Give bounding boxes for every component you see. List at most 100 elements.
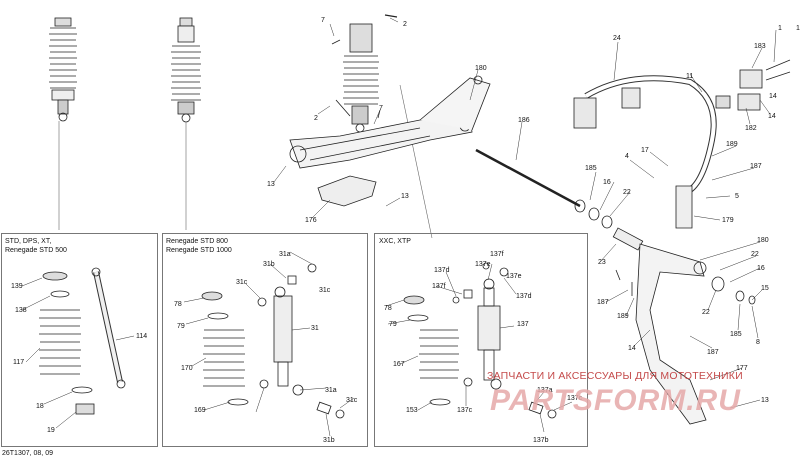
part-label: 16 bbox=[603, 179, 611, 186]
part-label: 187 bbox=[707, 349, 719, 356]
part-label: 153 bbox=[406, 407, 418, 414]
part-label: 14 bbox=[769, 93, 777, 100]
part-label: 14 bbox=[768, 113, 776, 120]
part-label: 5 bbox=[735, 193, 739, 200]
part-label: 137c bbox=[567, 395, 583, 402]
part-label: 1 bbox=[796, 25, 800, 32]
part-label: 114 bbox=[136, 333, 147, 340]
a-arm-upper bbox=[419, 75, 491, 131]
shock-absorber-middle bbox=[171, 17, 201, 230]
watermark-logo-text: PARTSFORM.RU bbox=[490, 384, 741, 417]
a-arm-left bbox=[289, 117, 473, 169]
part-label: 137 bbox=[517, 321, 529, 328]
link-179 bbox=[675, 185, 693, 229]
part-label: 79 bbox=[389, 321, 397, 328]
part-label: 137e bbox=[506, 273, 522, 280]
part-label: 31b bbox=[323, 437, 335, 444]
part-label: 78 bbox=[384, 305, 392, 312]
a-arm-right bbox=[635, 243, 756, 425]
config-box-std-line2: Renegade STD 500 bbox=[5, 247, 67, 254]
part-label: 13 bbox=[267, 181, 275, 188]
part-label: 117 bbox=[13, 359, 24, 366]
part-label: 22 bbox=[623, 189, 631, 196]
part-label: 13 bbox=[761, 397, 769, 404]
part-label: 137f bbox=[490, 251, 504, 258]
part-label: 14 bbox=[628, 345, 636, 352]
diagram-id: 26T1307, 08, 09 bbox=[2, 450, 53, 457]
part-label: 78 bbox=[174, 301, 182, 308]
part-label: 11 bbox=[686, 73, 693, 80]
config-box-xxc-title: XXC, XTP bbox=[379, 237, 411, 246]
part-label: 137c bbox=[457, 407, 473, 414]
config-box-renegade-line1: Renegade STD 800 bbox=[166, 238, 228, 245]
part-label: 1 bbox=[778, 25, 782, 32]
part-label: 31c bbox=[236, 279, 248, 286]
config-box-xxc bbox=[374, 233, 588, 447]
part-label: 186 bbox=[518, 117, 530, 124]
part-label: 183 bbox=[754, 43, 766, 50]
part-label: 137e bbox=[475, 261, 491, 268]
part-label: 137d bbox=[434, 267, 450, 274]
part-label: 179 bbox=[722, 217, 734, 224]
config-box-renegade bbox=[162, 233, 368, 447]
config-box-xxc-line1: XXC, XTP bbox=[379, 238, 411, 245]
part-label: 180 bbox=[475, 65, 487, 72]
part-label: 31b bbox=[263, 261, 275, 268]
watermark-caption: ЗАПЧАСТИ И АКСЕССУАРЫ ДЛЯ МОТОТЕХНИКИ bbox=[487, 370, 743, 382]
sleeve-23 bbox=[612, 227, 644, 251]
part-label: 137f bbox=[432, 283, 446, 290]
part-label: 167 bbox=[393, 361, 405, 368]
part-label: 31c bbox=[319, 287, 331, 294]
part-label: 185 bbox=[730, 331, 742, 338]
shock-absorber-main bbox=[331, 23, 381, 133]
part-label: 138 bbox=[15, 307, 27, 314]
part-label: 31c bbox=[346, 397, 358, 404]
part-label: 22 bbox=[751, 251, 759, 258]
part-label: 176 bbox=[305, 217, 317, 224]
bushing-stack bbox=[574, 199, 613, 229]
bracket-182-183 bbox=[715, 69, 763, 111]
part-label: 2 bbox=[403, 21, 407, 28]
part-label: 187 bbox=[750, 163, 762, 170]
part-labels: 1 2 7 2 7 180 24 183 11 1 14 182 14 186 … bbox=[11, 17, 800, 444]
shock-absorber-left bbox=[49, 17, 77, 230]
part-label: 169 bbox=[194, 407, 206, 414]
part-label: 182 bbox=[745, 125, 757, 132]
part-label: 170 bbox=[181, 365, 193, 372]
part-label: 177 bbox=[736, 365, 748, 372]
part-label: 31 bbox=[311, 325, 319, 332]
config-box-renegade-line2: Renegade STD 1000 bbox=[166, 247, 232, 254]
tie-rod bbox=[475, 148, 581, 208]
part-label: 189 bbox=[617, 313, 629, 320]
part-label: 31a bbox=[325, 387, 337, 394]
part-label: 2 bbox=[314, 115, 318, 122]
part-label: 137a bbox=[537, 387, 553, 394]
part-label: 13 bbox=[401, 193, 409, 200]
part-label: 7 bbox=[321, 17, 325, 24]
part-label: 137b bbox=[533, 437, 549, 444]
part-label: 19 bbox=[47, 427, 55, 434]
config-box-std bbox=[1, 233, 158, 447]
part-label: 8 bbox=[756, 339, 760, 346]
config-box-renegade-title: Renegade STD 800 Renegade STD 1000 bbox=[166, 237, 232, 255]
part-label: 4 bbox=[625, 153, 629, 160]
part-label: 180 bbox=[757, 237, 769, 244]
part-label: 79 bbox=[177, 323, 185, 330]
skid-plate bbox=[317, 175, 377, 207]
box1-parts bbox=[39, 267, 126, 415]
sway-bar bbox=[573, 75, 717, 193]
part-label: 31a bbox=[279, 251, 291, 258]
part-label: 187 bbox=[597, 299, 609, 306]
part-label: 15 bbox=[761, 285, 769, 292]
part-label: 17 bbox=[641, 147, 649, 154]
part-label: 137d bbox=[516, 293, 532, 300]
part-label: 16 bbox=[757, 265, 765, 272]
config-box-std-line1: STD, DPS, XT, bbox=[5, 238, 52, 245]
part-label: 24 bbox=[613, 35, 621, 42]
box3-parts bbox=[403, 262, 557, 419]
part-label: 139 bbox=[11, 283, 23, 290]
part-label: 18 bbox=[36, 403, 44, 410]
part-label: 189 bbox=[726, 141, 738, 148]
part-label: 185 bbox=[585, 165, 597, 172]
